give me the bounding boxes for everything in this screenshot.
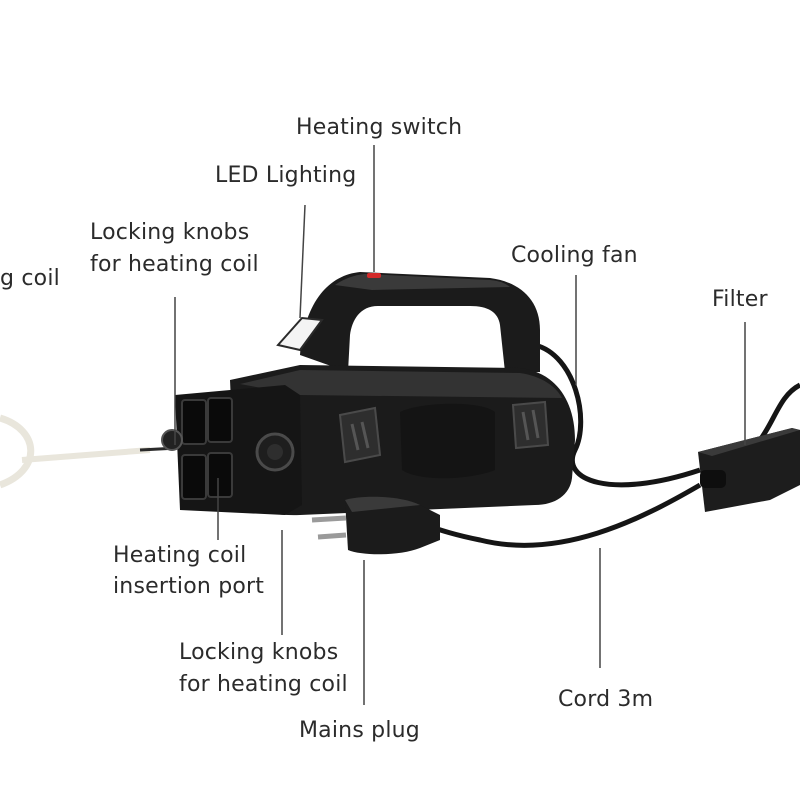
label-cord: Cord 3m [558, 687, 654, 712]
label-cooling-fan: Cooling fan [511, 243, 638, 268]
cord-handle-to-filter [534, 342, 701, 488]
leader-lines [174, 145, 746, 705]
label-led-lighting: LED Lighting [215, 163, 357, 188]
cord-filter-to-plug [424, 482, 702, 548]
label-locking-knobs-bottom-1: Locking knobs [179, 640, 339, 665]
label-mains-plug: Mains plug [299, 718, 420, 743]
label-heating-switch: Heating switch [296, 115, 463, 140]
label-locking-knobs-bottom-2: for heating coil [179, 672, 348, 697]
label-filter: Filter [712, 287, 768, 312]
heating-coil [0, 414, 179, 489]
coil-port-head [161, 385, 302, 515]
label-heating-coil-partial: g coil [0, 266, 60, 291]
cord-filter-to-edge [757, 382, 800, 442]
label-locking-knobs-top-2: for heating coil [90, 252, 259, 277]
label-insertion-port-2: insertion port [113, 574, 265, 599]
label-locking-knobs-top-1: Locking knobs [90, 220, 250, 245]
mains-plug-shape [311, 496, 440, 555]
main-body [230, 272, 575, 516]
label-insertion-port-1: Heating coil [113, 543, 247, 568]
filter-box [698, 428, 800, 512]
